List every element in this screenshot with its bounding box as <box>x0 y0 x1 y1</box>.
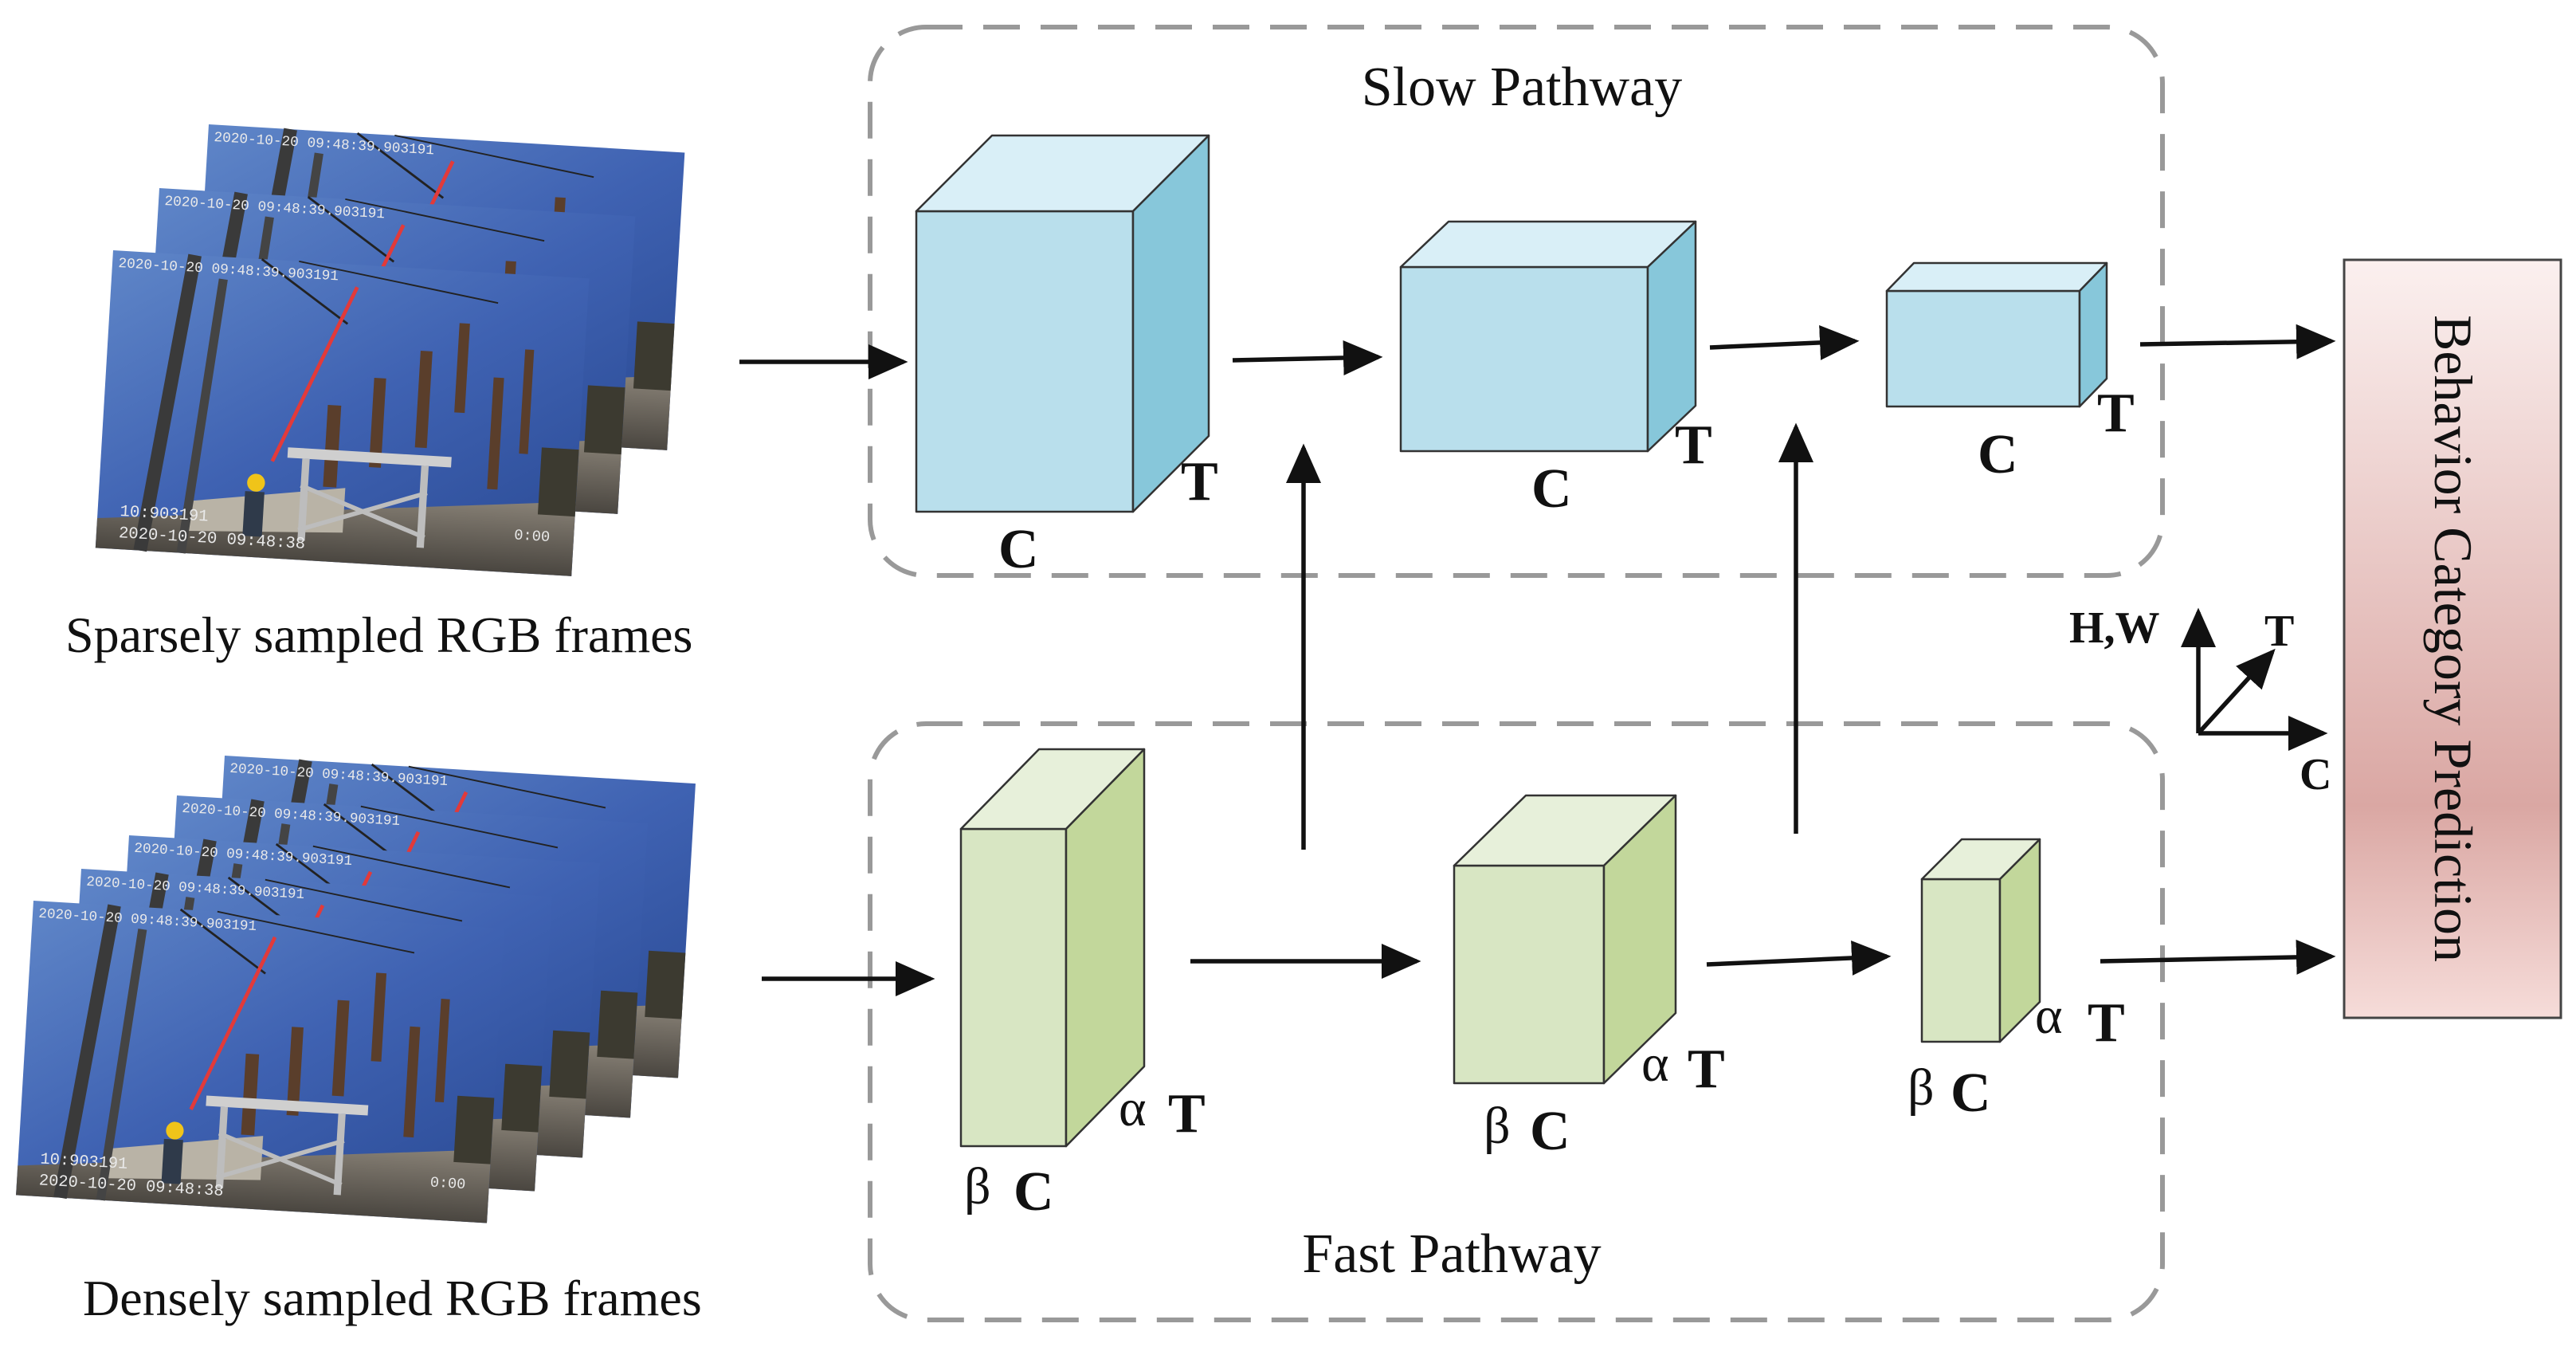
behavior-prediction-label: Behavior Category Prediction <box>2423 315 2484 962</box>
sparse-frames-stack: 2020-10-20 09:48:39.903191 2020-10-20 09… <box>96 124 685 576</box>
fast-block-2 <box>1453 794 1677 1085</box>
dense-frames-caption: Densely sampled RGB frames <box>83 1270 702 1326</box>
fast-block-2-t-label: T <box>1688 1039 1725 1100</box>
fast-block-1-beta-label: β <box>964 1157 991 1216</box>
slow-block-top-face <box>1399 220 1697 269</box>
slow-block-3-t-label: T <box>2097 383 2135 444</box>
slow-block-1-t-label: T <box>1181 451 1218 513</box>
axis-arrow-diagonal <box>2196 648 2276 735</box>
fast-block-3-beta-label: β <box>1907 1058 1935 1117</box>
slow-block-1 <box>915 134 1210 513</box>
slow-pathway-container <box>868 25 2165 578</box>
fast-block-2-c-label: C <box>1530 1101 1570 1162</box>
frame-overlay-right: 0:00 <box>429 1175 466 1194</box>
sparse-frames-caption: Sparsely sampled RGB frames <box>65 607 692 663</box>
fast-block-side-face <box>1602 794 1677 1085</box>
axis-label-hw: H,W <box>2069 603 2160 653</box>
slow-block-top-face <box>1885 261 2108 293</box>
fast-block-3-t-label: T <box>2088 992 2125 1054</box>
slow-block-3 <box>1885 261 2108 408</box>
slow-block-2 <box>1399 220 1697 453</box>
fast-block-1-c-label: C <box>1014 1161 1054 1223</box>
fast-block-3-alpha-label: α <box>2035 987 2063 1045</box>
dense-frame: 2020-10-20 09:48:39.903191 10:903191 202… <box>16 901 504 1223</box>
fast-block-front-face <box>959 827 1068 1148</box>
fast-block-3 <box>1920 838 2041 1043</box>
fast-pathway-container <box>868 721 2165 1322</box>
fast-block-2-beta-label: β <box>1484 1097 1511 1155</box>
slow-block-2-t-label: T <box>1675 414 1712 476</box>
fast-block-1 <box>959 748 1146 1148</box>
slow-block-1-c-label: C <box>998 519 1039 580</box>
fast-block-front-face <box>1920 878 2002 1043</box>
slow-block-front-face <box>915 210 1135 513</box>
frame-overlay-right: 0:00 <box>514 526 551 546</box>
axis-label-t: T <box>2264 607 2294 656</box>
fast-block-side-face <box>1998 838 2041 1043</box>
arrow-fast-2-to-3 <box>1706 940 1892 976</box>
slow-block-front-face <box>1885 289 2081 408</box>
fast-pathway-title: Fast Pathway <box>1302 1223 1601 1285</box>
fast-block-2-alpha-label: α <box>1641 1035 1669 1093</box>
fast-block-front-face <box>1453 864 1606 1085</box>
slow-block-side-face <box>1131 134 1210 513</box>
slow-block-side-face <box>2078 261 2108 408</box>
arrow-fast-to-prediction <box>2100 939 2336 975</box>
arrow-slow-1-to-2 <box>1232 340 1383 375</box>
sparse-frame: 2020-10-20 09:48:39.903191 10:903191 202… <box>96 250 590 576</box>
slow-block-3-c-label: C <box>1978 424 2018 485</box>
arrow-slow-to-prediction <box>2139 324 2336 359</box>
slow-block-front-face <box>1399 265 1649 453</box>
slow-pathway-title: Slow Pathway <box>1362 57 1683 118</box>
dense-frames-stack: 2020-10-20 09:48:39.903191 2020-10-20 09… <box>16 756 696 1223</box>
behavior-prediction-box <box>2343 258 2562 1019</box>
arrow-slow-2-to-3 <box>1709 324 1860 360</box>
axis-label-c: C <box>2300 750 2331 799</box>
fast-block-1-alpha-label: α <box>1119 1079 1147 1137</box>
fast-block-1-t-label: T <box>1168 1083 1206 1145</box>
slow-block-side-face <box>1646 220 1697 453</box>
fast-block-side-face <box>1065 748 1146 1148</box>
slow-block-2-c-label: C <box>1531 458 1572 520</box>
fast-block-3-c-label: C <box>1951 1062 1991 1124</box>
